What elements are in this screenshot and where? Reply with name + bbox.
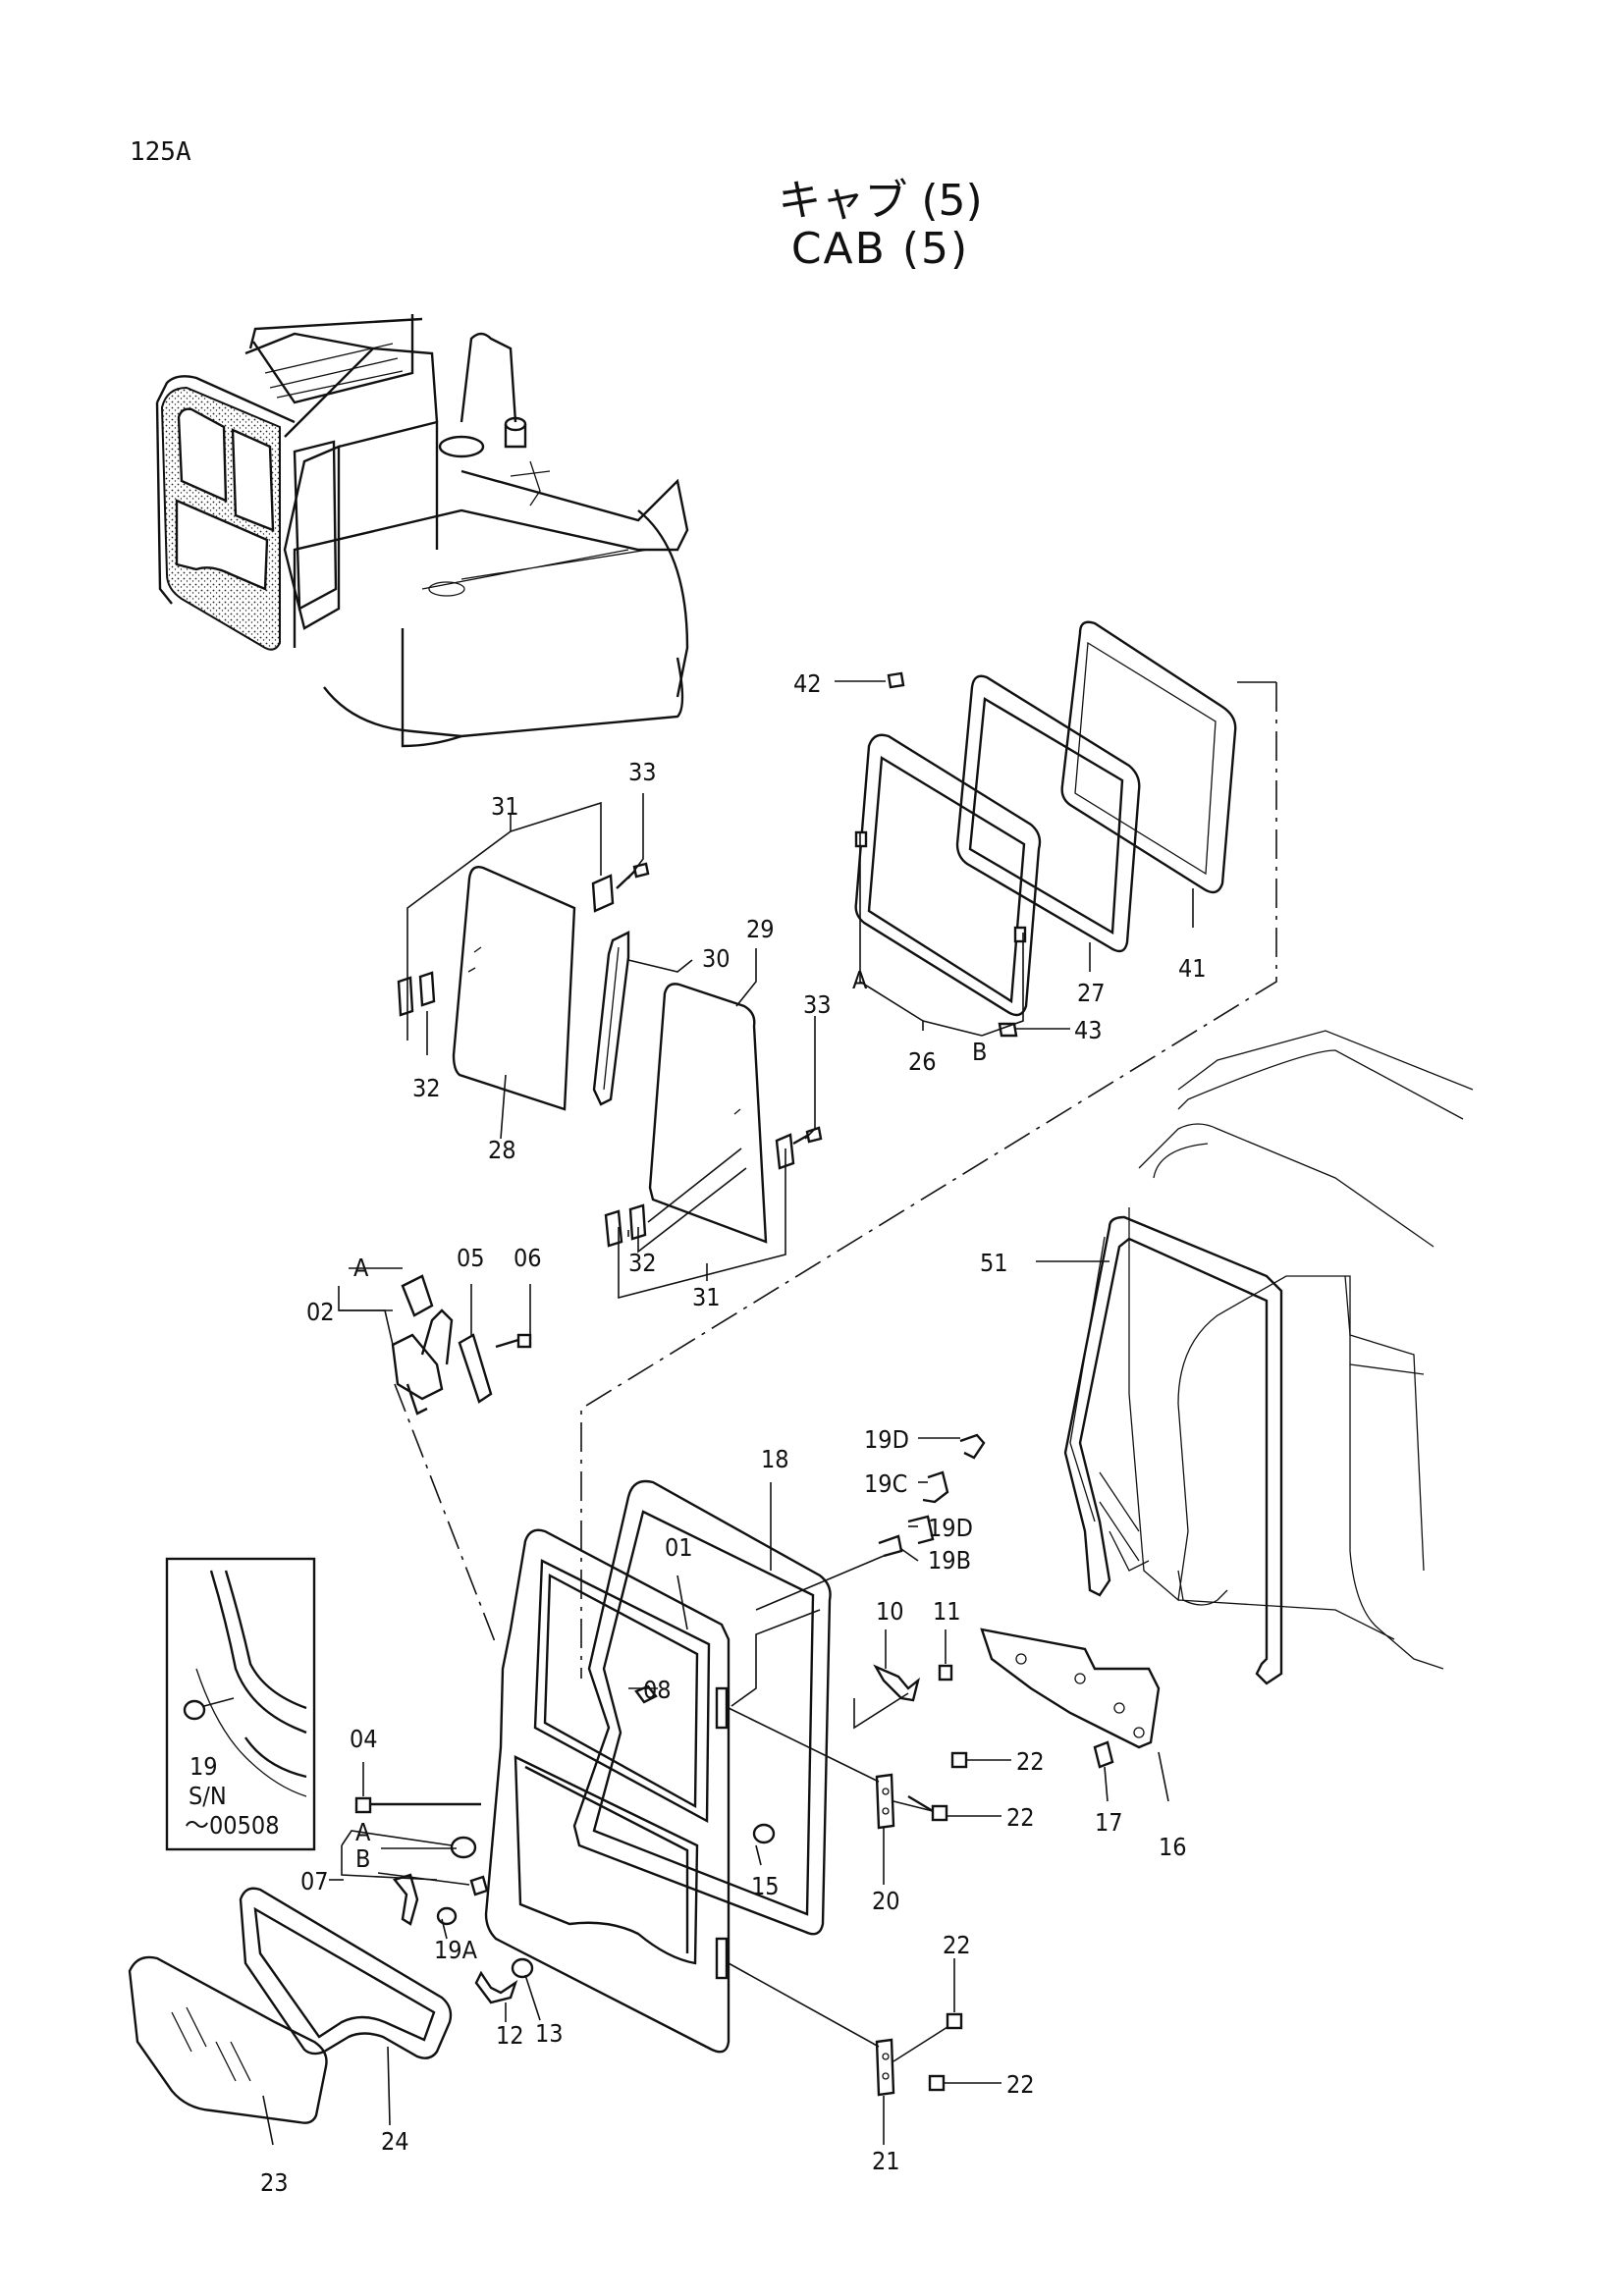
label-28: 28 — [488, 1136, 516, 1164]
hinges-20-21-bolts-22 — [875, 1751, 968, 2097]
handle-12-nut-13 — [474, 1957, 534, 2004]
stay-05-bolt-06 — [458, 1333, 532, 1404]
inset-part-label: 19 — [189, 1752, 218, 1781]
label-16: 16 — [1159, 1833, 1187, 1861]
label-23: 23 — [260, 2168, 289, 2197]
label-22-b: 22 — [1006, 1803, 1035, 1832]
label-19A: 19A — [434, 1936, 478, 1964]
part-labels: 31 33 29 30 32 28 33 32 31 42 43 A B 26 … — [185, 669, 1207, 2197]
label-19B: 19B — [928, 1546, 971, 1575]
channel-30 — [592, 931, 630, 1106]
label-11: 11 — [933, 1597, 961, 1626]
part-51-door-seal — [1063, 1215, 1283, 1685]
page-code: 125A — [130, 137, 191, 167]
label-33-lower: 33 — [803, 990, 832, 1019]
inset-sn-label: S/N — [189, 1782, 227, 1810]
lower-seal-24 — [239, 1887, 453, 2059]
window-seal-27 — [955, 674, 1141, 953]
label-05: 05 — [457, 1244, 485, 1272]
label-31-upper: 31 — [491, 792, 519, 821]
label-22-c: 22 — [943, 1931, 971, 1959]
label-41: 41 — [1178, 954, 1207, 983]
small-window-glass-28 — [452, 865, 576, 1111]
bracket-10-bolt-11 — [873, 1664, 953, 1702]
door-latch-parts-04-07-08-15 — [354, 1684, 776, 1926]
label-42: 42 — [793, 669, 822, 698]
label-22-a: 22 — [1016, 1747, 1045, 1776]
label-33-upper: 33 — [628, 758, 657, 786]
serial-number-inset — [165, 1557, 316, 1851]
label-30: 30 — [702, 944, 730, 973]
label-ref-B-window: B — [972, 1038, 987, 1066]
label-19D-upper: 19D — [864, 1425, 909, 1454]
label-ref-A-latch: A — [353, 1254, 369, 1282]
label-10: 10 — [876, 1597, 904, 1626]
door-frame-01 — [484, 1528, 730, 2054]
label-13: 13 — [535, 2019, 564, 2048]
label-21: 21 — [872, 2147, 900, 2175]
window-seals-42-43 — [887, 671, 1018, 1038]
label-26: 26 — [908, 1047, 937, 1076]
label-31-lower: 31 — [692, 1283, 721, 1311]
label-08: 08 — [643, 1676, 672, 1704]
label-24: 24 — [381, 2127, 409, 2156]
label-20: 20 — [872, 1887, 900, 1915]
label-12: 12 — [496, 2021, 524, 2050]
label-29: 29 — [746, 915, 775, 943]
label-51: 51 — [980, 1249, 1008, 1277]
page-title-english: CAB (5) — [790, 224, 970, 274]
cab-frame-outline — [1099, 1030, 1474, 1670]
label-06: 06 — [514, 1244, 542, 1272]
label-ref-A-door: A — [355, 1818, 371, 1846]
window-glass-41 — [1060, 620, 1237, 894]
label-ref-A-window: A — [852, 966, 868, 994]
label-27: 27 — [1077, 979, 1106, 1007]
clips-19B-19C-19D — [878, 1433, 986, 1558]
lower-glass-23 — [128, 1955, 328, 2124]
label-32-upper: 32 — [412, 1074, 441, 1102]
label-01: 01 — [665, 1533, 693, 1562]
label-15: 15 — [751, 1872, 780, 1900]
label-43: 43 — [1074, 1016, 1103, 1044]
page-title-japanese: キャブ (5) — [778, 176, 983, 226]
inset-sn-range: ～00508 — [185, 1811, 280, 1840]
window-frame-26 — [854, 733, 1042, 1017]
small-window-glass-29 — [648, 983, 768, 1244]
label-19D-lower: 19D — [928, 1514, 973, 1542]
label-04: 04 — [350, 1725, 378, 1753]
label-18: 18 — [761, 1445, 789, 1473]
label-ref-B-door: B — [355, 1844, 370, 1873]
plate-16-stud-17 — [980, 1628, 1161, 1769]
leader-lines — [262, 680, 1277, 2146]
excavator-overview-illustration — [155, 314, 689, 748]
door-seal-18 — [572, 1479, 832, 1936]
label-22-d: 22 — [1006, 2070, 1035, 2099]
label-02: 02 — [306, 1298, 335, 1326]
label-07: 07 — [300, 1867, 329, 1896]
label-17: 17 — [1095, 1808, 1123, 1837]
latch-assembly-02 — [391, 1274, 454, 1415]
label-19C: 19C — [864, 1469, 907, 1498]
label-32-lower: 32 — [628, 1249, 657, 1277]
